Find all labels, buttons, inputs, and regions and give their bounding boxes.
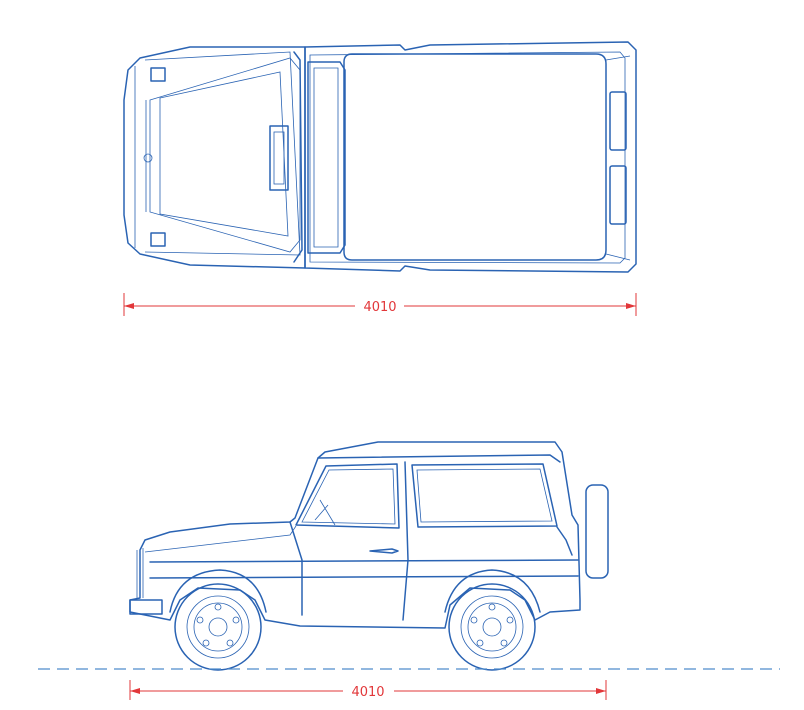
- hood-panel: [149, 57, 301, 253]
- side-view-length-label: 4010: [351, 685, 384, 700]
- front-window: [295, 463, 400, 529]
- top-view-length-label: 4010: [363, 300, 396, 315]
- c-pillar: [556, 526, 573, 556]
- rear-window-bottom: [609, 165, 627, 225]
- mirror-right: [150, 232, 166, 247]
- front-wheel: [174, 583, 262, 671]
- hood-line: [144, 525, 297, 553]
- door-handle: [369, 548, 399, 554]
- grille-lines: [136, 548, 144, 598]
- door-rear-edge: [402, 461, 409, 621]
- roof-panel: [343, 53, 607, 261]
- roof-line: [317, 454, 561, 463]
- top-view: [123, 41, 637, 273]
- side-arrow-left: [130, 688, 140, 694]
- front-bumper: [129, 599, 163, 615]
- rear-wheel: [448, 583, 536, 671]
- top-view-body-inner: [309, 51, 626, 264]
- a-pillar-inner: [313, 67, 339, 248]
- top-view-dimension: 4010: [123, 293, 637, 316]
- front-window-inner: [301, 468, 396, 525]
- a-pillar-section: [307, 61, 346, 254]
- hood-center-lines: [145, 71, 289, 237]
- top-view-front-outline: [123, 46, 306, 269]
- side-view-body-outline: [129, 441, 581, 629]
- side-view-dimension: 4010: [129, 680, 607, 700]
- side-arrow-right: [596, 688, 606, 694]
- mirror-left: [150, 67, 166, 82]
- hood-emblem: [143, 153, 153, 163]
- vent-window: [314, 499, 336, 526]
- side-strip-top: [149, 559, 579, 563]
- arrow-right: [626, 303, 636, 309]
- side-view: [129, 441, 609, 671]
- spare-wheel: [585, 484, 609, 579]
- rear-window: [411, 463, 558, 528]
- hood-vent-inner: [273, 131, 285, 185]
- top-view-body-outline: [304, 41, 637, 273]
- arrow-left: [124, 303, 134, 309]
- rear-window-inner: [416, 468, 553, 523]
- top-view-front-inner: [134, 51, 301, 256]
- hood-vent: [269, 125, 289, 191]
- side-strip-bottom: [149, 575, 579, 579]
- door-front-edge: [289, 521, 303, 616]
- windshield-top: [293, 51, 303, 263]
- front-wheel-arch: [169, 569, 267, 613]
- rear-wheel-arch: [444, 569, 541, 613]
- rear-edge: [605, 55, 631, 261]
- rear-window-top: [609, 91, 627, 151]
